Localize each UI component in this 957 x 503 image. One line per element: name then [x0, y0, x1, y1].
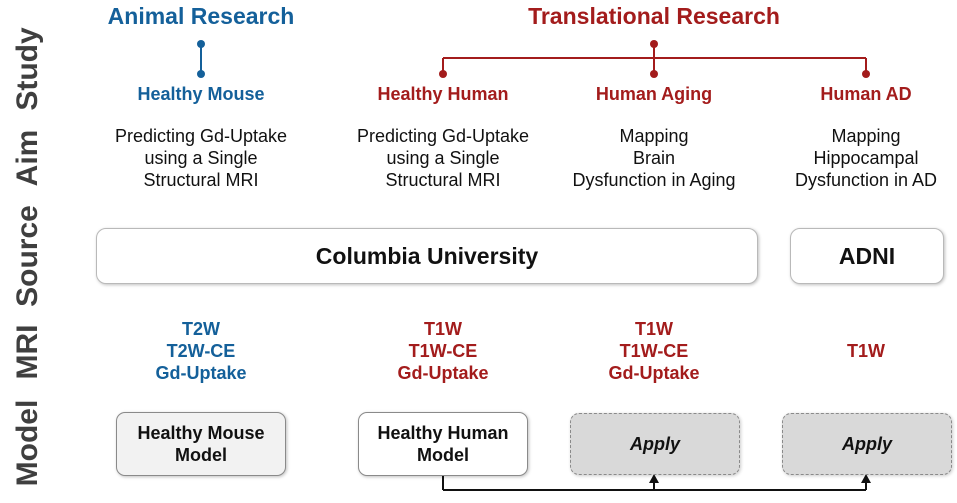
aim-ad-line: Hippocampal: [813, 148, 919, 168]
mri-human-item: T1W-CE: [408, 341, 478, 361]
study-human-aging: Human Aging: [595, 84, 713, 104]
aim-aging-line: Mapping: [619, 126, 689, 146]
apply-ad-box: Apply: [782, 413, 952, 475]
aim-aging: Mapping Brain Dysfunction in Aging: [572, 125, 735, 191]
mri-mouse-item: T2W: [181, 319, 220, 339]
mri-aging: T1W T1W-CE Gd-Uptake: [608, 318, 699, 384]
animal-connector-dot-bottom: [197, 70, 205, 78]
arrow-to-apply-aging: [649, 474, 659, 483]
healthy-mouse-model-box: Healthy Mouse Model: [116, 412, 286, 476]
aim-mouse-line: Structural MRI: [143, 170, 259, 190]
mri-mouse: T2W T2W-CE Gd-Uptake: [155, 318, 246, 384]
mri-mouse-item: T2W-CE: [166, 341, 236, 361]
study-healthy-mouse: Healthy Mouse: [137, 84, 265, 104]
aim-human-line: using a Single: [386, 148, 500, 168]
animal-connector-dot-top: [197, 40, 205, 48]
aim-human: Predicting Gd-Uptake using a Single Stru…: [357, 125, 529, 191]
aim-ad: Mapping Hippocampal Dysfunction in AD: [795, 125, 937, 191]
aim-mouse: Predicting Gd-Uptake using a Single Stru…: [115, 125, 287, 191]
arrow-to-apply-ad: [861, 474, 871, 483]
mri-human: T1W T1W-CE Gd-Uptake: [397, 318, 488, 384]
mri-human-item: Gd-Uptake: [397, 363, 489, 383]
translational-bracket: [442, 44, 867, 74]
apply-arrows: [442, 474, 867, 491]
aim-human-line: Predicting Gd-Uptake: [356, 126, 530, 146]
model-mouse-line: Model: [175, 445, 227, 465]
mri-ad: T1W: [847, 340, 885, 362]
aim-ad-line: Dysfunction in AD: [794, 170, 938, 190]
healthy-human-dot: [439, 70, 447, 78]
human-aging-dot: [650, 70, 658, 78]
mri-human-item: T1W: [423, 319, 462, 339]
healthy-human-model-box: Healthy Human Model: [358, 412, 528, 476]
aim-mouse-line: using a Single: [144, 148, 258, 168]
mri-ad-item: T1W: [847, 341, 885, 361]
aim-ad-line: Mapping: [831, 126, 901, 146]
translational-dot-top: [650, 40, 658, 48]
mri-aging-item: T1W: [634, 319, 673, 339]
mri-aging-item: Gd-Uptake: [608, 363, 700, 383]
apply-aging-box: Apply: [570, 413, 740, 475]
model-mouse-line: Healthy Mouse: [137, 423, 265, 443]
mri-mouse-item: Gd-Uptake: [155, 363, 247, 383]
source-columbia-label: Columbia University: [315, 242, 539, 269]
aim-human-line: Structural MRI: [385, 170, 501, 190]
aim-aging-line: Dysfunction in Aging: [572, 170, 736, 190]
animal-research-title: Animal Research: [107, 3, 295, 29]
model-human-line: Healthy Human: [377, 423, 509, 443]
human-ad-dot: [862, 70, 870, 78]
aim-mouse-line: Predicting Gd-Uptake: [114, 126, 288, 146]
source-columbia-box: Columbia University: [96, 228, 758, 284]
model-human-line: Model: [417, 445, 469, 465]
study-human-ad: Human AD: [820, 84, 912, 104]
source-adni-label: ADNI: [838, 242, 896, 269]
apply-aging-label: Apply: [629, 433, 680, 454]
translational-research-title: Translational Research: [528, 3, 780, 29]
source-adni-box: ADNI: [790, 228, 944, 284]
study-healthy-human: Healthy Human: [377, 84, 509, 104]
apply-ad-label: Apply: [841, 433, 892, 454]
aim-aging-line: Brain: [632, 148, 676, 168]
mri-aging-item: T1W-CE: [619, 341, 689, 361]
